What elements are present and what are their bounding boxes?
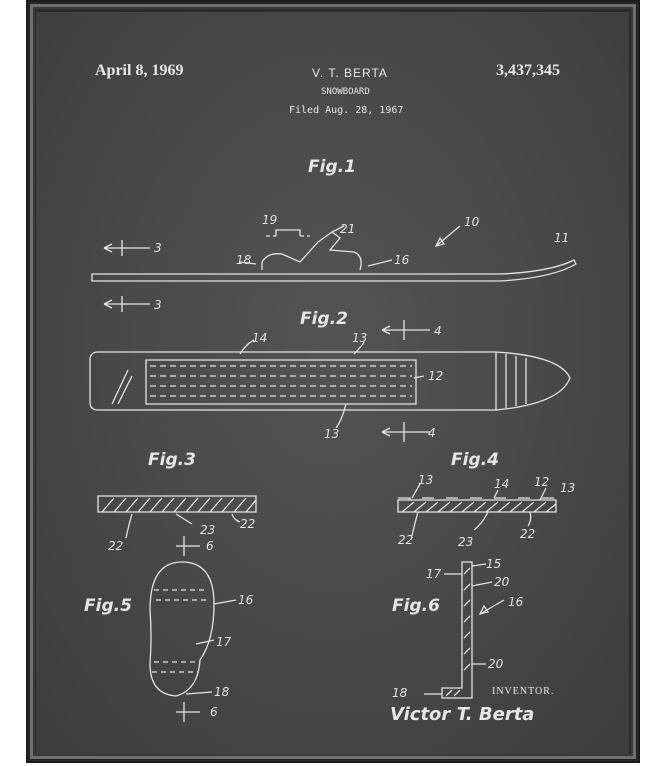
ref-14a: 14 (252, 331, 267, 345)
ref-16c: 16 (508, 595, 524, 609)
fig3-cross-section (97, 495, 257, 556)
inventor-label: INVENTOR. (492, 686, 555, 697)
fig3-label: Fig.3 (148, 450, 196, 470)
ref-13a: 13 (352, 331, 367, 345)
ref-21: 21 (340, 222, 355, 236)
ref-12a: 12 (428, 369, 443, 383)
ref-14b: 14 (494, 477, 509, 491)
ref-17a: 17 (216, 635, 232, 649)
frame-border (30, 4, 636, 759)
fig4-cross-section (397, 483, 557, 537)
fig2-snowboard-top-view (89, 320, 571, 442)
ref-10: 10 (464, 215, 480, 229)
fig1-snowboard-side-view (91, 225, 577, 312)
ref-19: 19 (262, 213, 277, 227)
patent-title: SNOWBOARD (321, 87, 370, 97)
ref-18b: 18 (214, 685, 230, 699)
ref-23b: 23 (458, 535, 473, 549)
ref-16a: 16 (394, 253, 410, 267)
ref-20b: 20 (488, 657, 504, 671)
fig6-label: Fig.6 (392, 596, 440, 616)
ref-17b: 17 (426, 567, 442, 581)
ref-20a: 20 (494, 575, 510, 589)
ref-22d: 22 (520, 527, 535, 541)
ref-13d: 13 (560, 481, 575, 495)
ref-15: 15 (486, 557, 501, 571)
ref-6b: 6 (210, 705, 218, 719)
ref-6a: 6 (206, 539, 214, 553)
fig2-label: Fig.2 (300, 309, 348, 329)
ref-4b: 4 (428, 426, 436, 440)
chalkboard-background (36, 12, 629, 754)
ref-16b: 16 (238, 593, 254, 607)
patent-number: 3,437,345 (496, 62, 560, 79)
fig1-label: Fig.1 (308, 157, 356, 177)
ref-13b: 13 (324, 427, 339, 441)
fig5-label: Fig.5 (84, 596, 132, 616)
ref-12b: 12 (534, 475, 549, 489)
ref-4a: 4 (434, 324, 442, 338)
fig4-label: Fig.4 (451, 450, 499, 470)
fig6-edge-section (424, 561, 505, 699)
ref-23a: 23 (200, 523, 215, 537)
inventor-heading: V. T. BERTA (312, 66, 388, 80)
ref-13c: 13 (418, 473, 433, 487)
ref-18c: 18 (392, 686, 408, 700)
patent-date: April 8, 1969 (95, 62, 184, 79)
ref-22a: 22 (108, 539, 123, 553)
inventor-signature: Victor T. Berta (390, 704, 535, 725)
ref-18a: 18 (236, 253, 252, 267)
fig5-boot-pad (149, 561, 237, 722)
ref-11: 11 (554, 231, 569, 245)
ref-3b: 3 (154, 298, 162, 312)
ref-22c: 22 (398, 533, 413, 547)
ref-22b: 22 (240, 517, 255, 531)
ref-3a: 3 (154, 241, 162, 255)
filed-date: Filed Aug. 28, 1967 (289, 105, 404, 116)
